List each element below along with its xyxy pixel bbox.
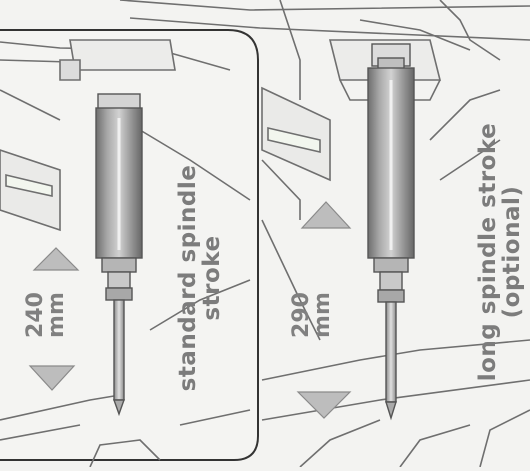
standard-stroke-caption: standard spindle stroke [175,164,226,392]
right-up-arrow [300,201,352,229]
standard-stroke-dimension: 240 mm [23,292,69,338]
left-panel-machine [0,39,251,468]
left-down-arrow [28,365,76,391]
right-down-arrow [296,391,352,419]
long-stroke-caption: long spindle stroke (optional) [475,122,526,382]
left-up-arrow [32,247,80,271]
right-spindle [367,43,415,421]
left-spindle [95,93,143,417]
long-stroke-dimension: 290 mm [289,292,335,338]
